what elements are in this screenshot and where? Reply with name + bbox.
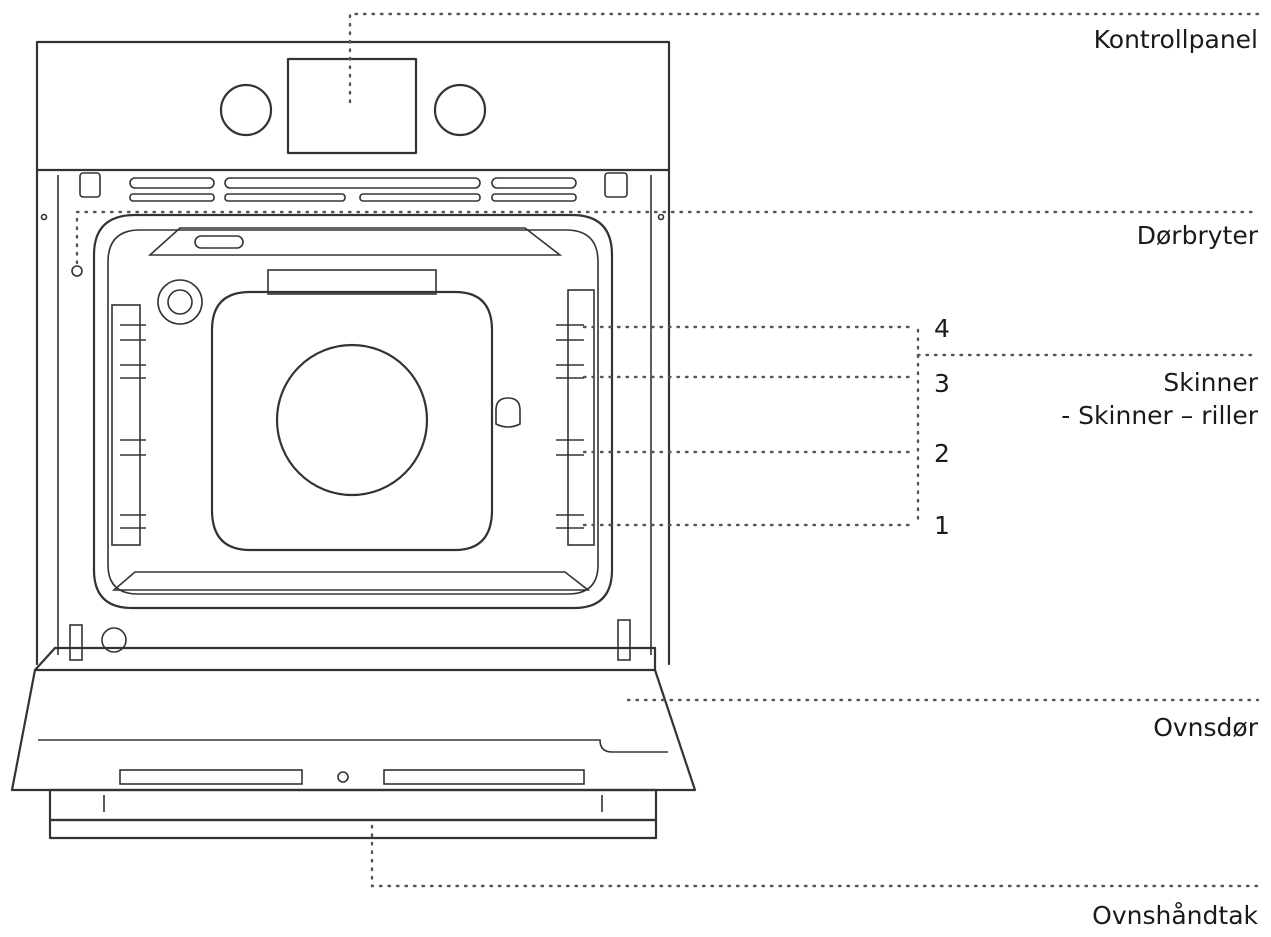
rail-level-2: 2 — [934, 439, 950, 468]
display-screen — [286, 57, 418, 155]
label-oven-handle: Ovnshåndtak — [1092, 901, 1258, 930]
oven-door — [10, 646, 697, 792]
oven-handle — [48, 788, 658, 840]
oven-lamp-icon — [157, 279, 203, 325]
right-rails — [556, 289, 595, 546]
door-switch-icon — [71, 265, 83, 277]
label-door-switch: Dørbryter — [1136, 221, 1258, 250]
right-knob-icon — [433, 83, 487, 137]
rail-level-1: 1 — [934, 511, 950, 540]
oven-body — [35, 168, 671, 666]
rail-level-4: 4 — [934, 314, 950, 343]
control-panel — [35, 40, 671, 172]
label-rails-title: Skinner — [1163, 368, 1258, 397]
label-rails-subtitle: - Skinner – riller — [1061, 401, 1258, 430]
rail-level-3: 3 — [934, 369, 950, 398]
label-oven-door: Ovnsdør — [1153, 713, 1258, 742]
left-rails — [111, 304, 146, 546]
label-control-panel: Kontrollpanel — [1093, 25, 1258, 54]
fan-cover — [275, 343, 429, 497]
leader-lines — [75, 12, 1260, 888]
left-knob-icon — [219, 83, 273, 137]
